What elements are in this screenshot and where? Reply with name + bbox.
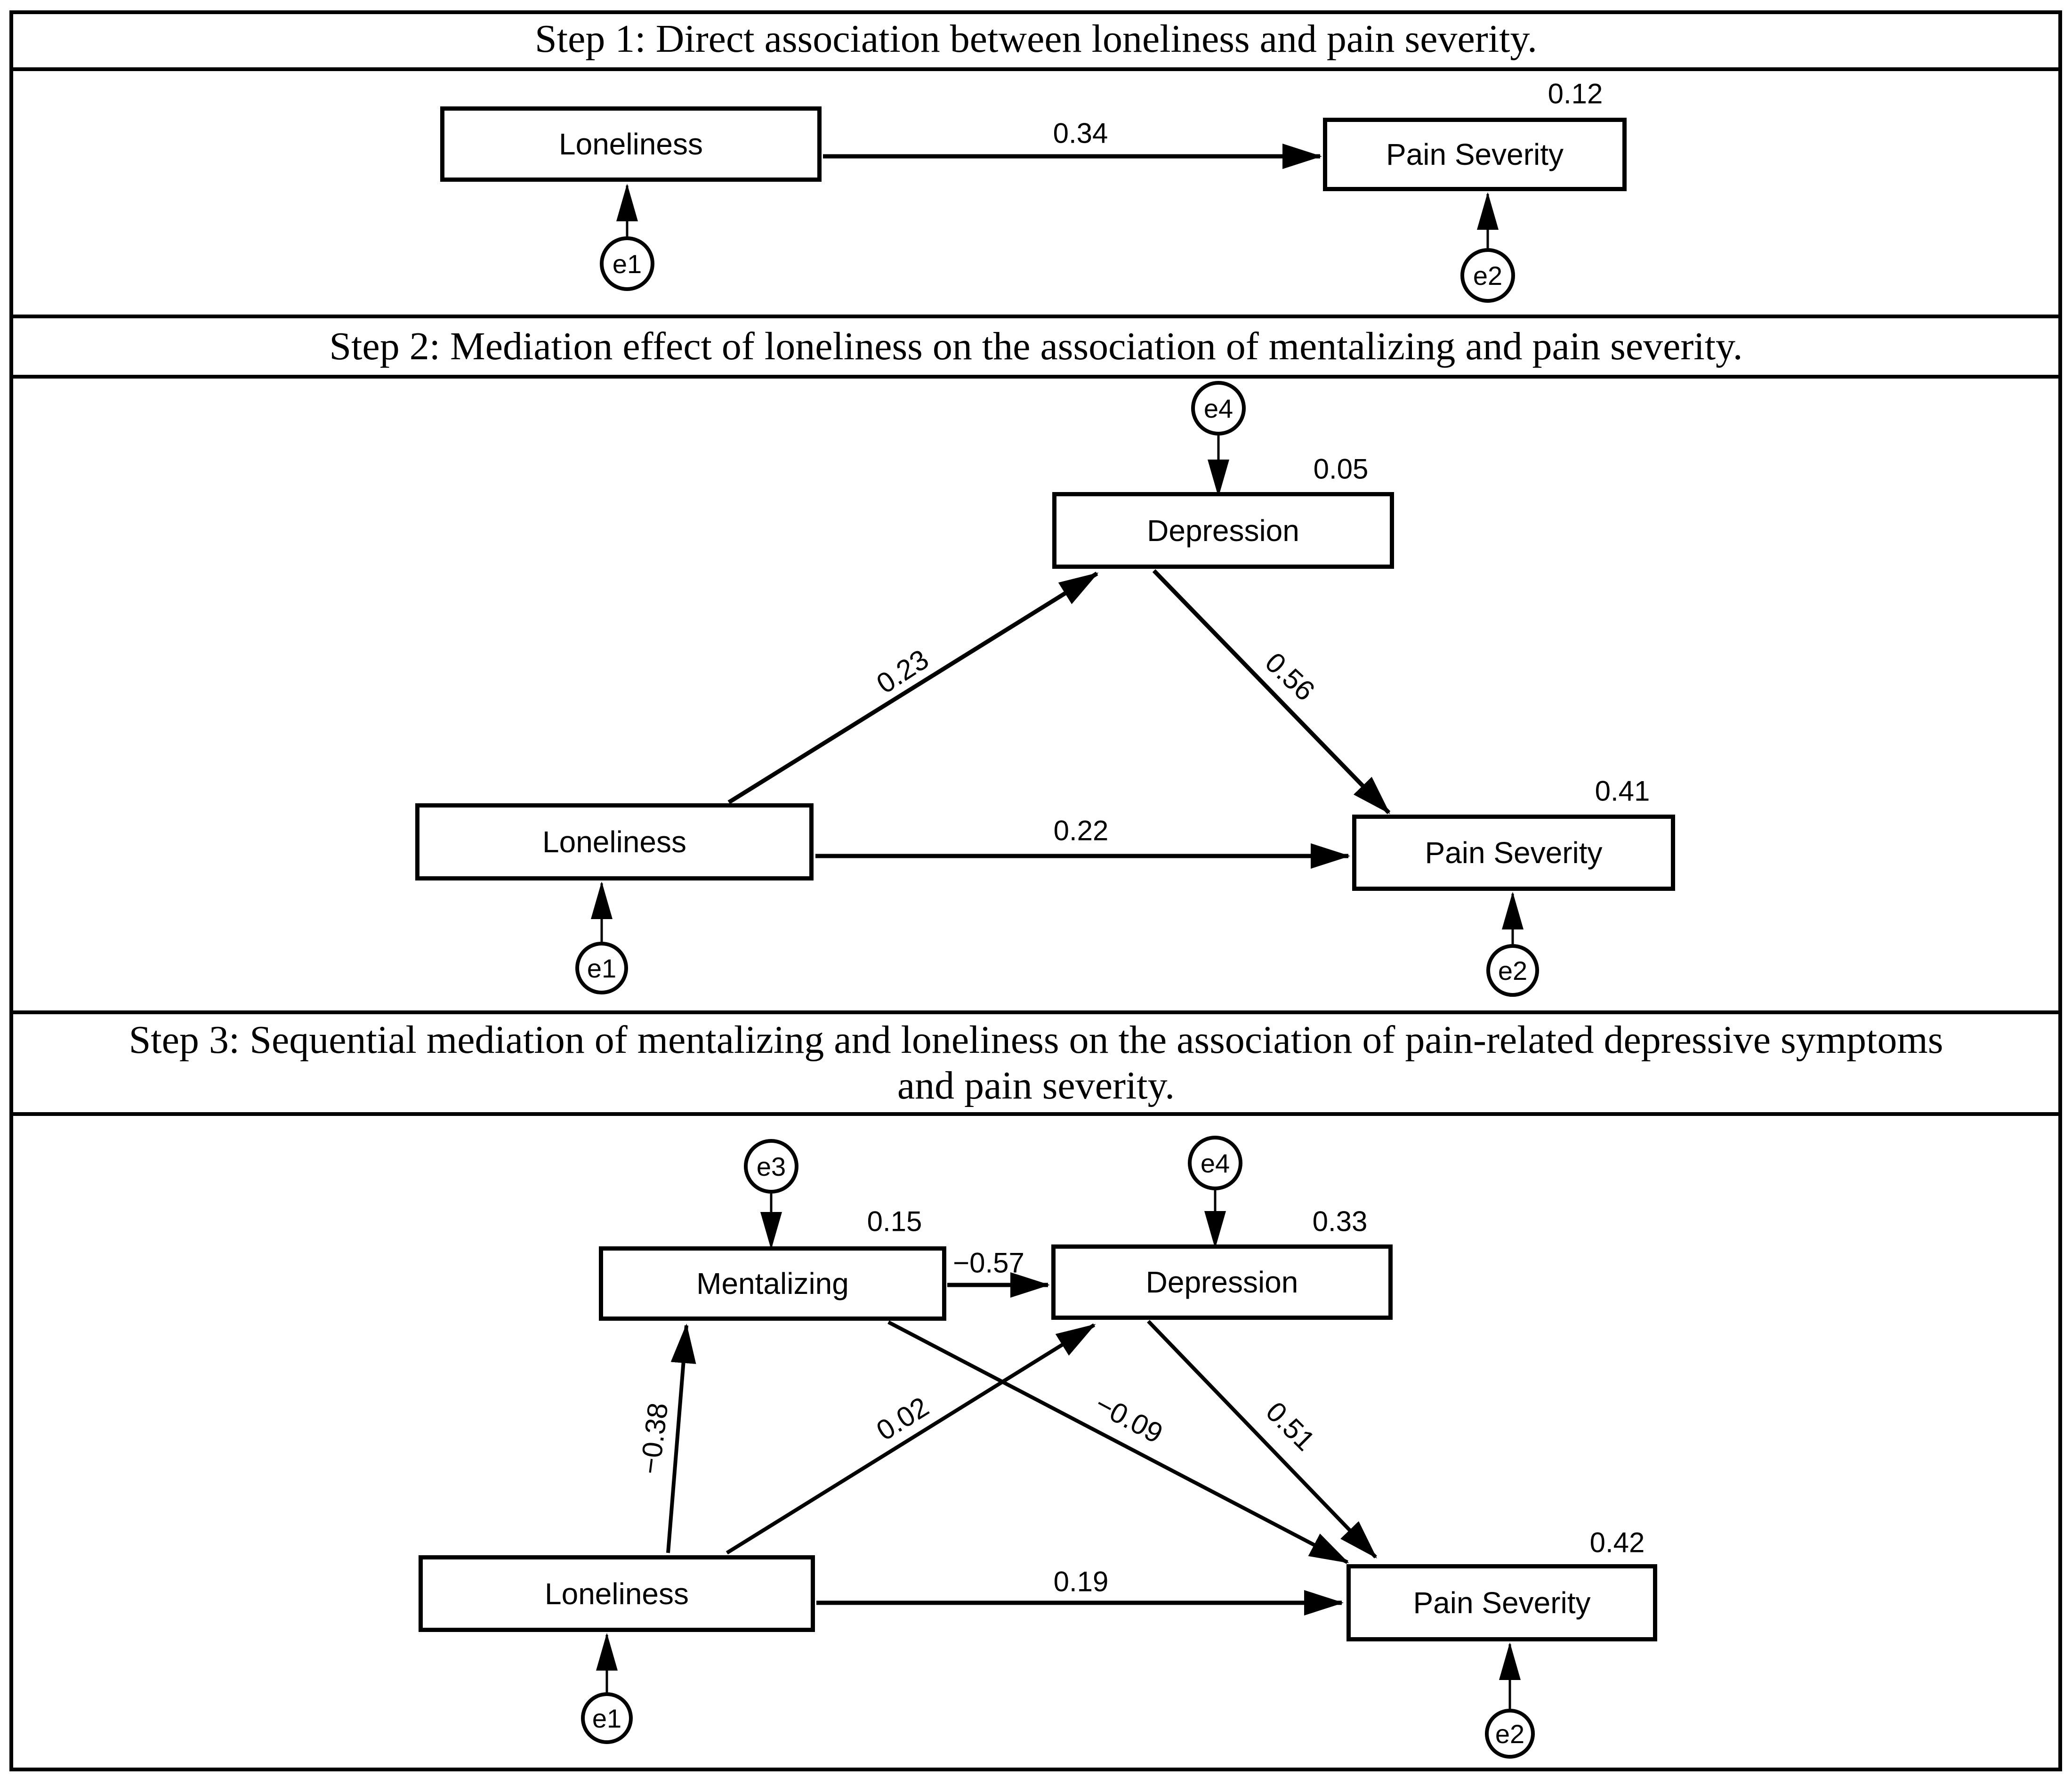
step3-arrow-loneliness-to-depression <box>726 1323 1096 1555</box>
step2-pain-severity-box: Pain Severity <box>1352 815 1675 891</box>
step1-pain-severity-box: Pain Severity <box>1323 118 1627 191</box>
step1-error-e2: e2 <box>1460 248 1515 303</box>
step3-loneliness-box: Loneliness <box>419 1555 815 1632</box>
step2-depression-box: Depression <box>1052 492 1394 569</box>
step3-coef-loneliness-to-pain: 0.19 <box>1053 1566 1109 1598</box>
step1-variance-pain-severity: 0.12 <box>1548 78 1603 110</box>
step2-coef-loneliness-to-pain: 0.22 <box>1053 815 1109 847</box>
figure-outer-border <box>9 10 2062 1771</box>
step2-variance-pain-severity: 0.41 <box>1595 775 1650 807</box>
step2-arrow-loneliness-to-depression <box>727 572 1099 804</box>
step3-error-e4: e4 <box>1188 1136 1242 1190</box>
step2-error-e4: e4 <box>1191 381 1246 436</box>
step1-coef-loneliness-to-pain: 0.34 <box>1053 117 1108 149</box>
step2-variance-depression: 0.05 <box>1313 453 1369 485</box>
step1-error-e1: e1 <box>600 236 654 291</box>
step3-variance-depression: 0.33 <box>1312 1205 1368 1237</box>
step3-title-line1: Step 3: Sequential mediation of mentaliz… <box>129 1018 1943 1062</box>
step3-depression-box: Depression <box>1051 1244 1393 1320</box>
step2-title: Step 2: Mediation effect of loneliness o… <box>329 324 1743 368</box>
separator-below-step2-title <box>9 375 2062 379</box>
step2-error-e2: e2 <box>1486 944 1539 997</box>
step3-arrow-mentalizing-to-pain <box>887 1320 1349 1564</box>
step3-error-e2: e2 <box>1485 1709 1535 1759</box>
step3-arrow-loneliness-to-mentalizing <box>666 1324 696 1553</box>
step1-title: Step 1: Direct association between lonel… <box>535 16 1537 61</box>
step1-loneliness-box: Loneliness <box>440 106 822 182</box>
step3-mentalizing-box: Mentalizing <box>599 1246 946 1321</box>
separator-above-step3-title <box>9 1010 2062 1014</box>
step3-variance-mentalizing: 0.15 <box>867 1205 922 1237</box>
step3-error-e1: e1 <box>581 1692 633 1744</box>
step2-loneliness-box: Loneliness <box>415 803 814 880</box>
step3-title: Step 3: Sequential mediation of mentaliz… <box>19 1015 2053 1111</box>
separator-below-step1-title <box>9 67 2062 71</box>
step3-arrow-depression-to-pain <box>1147 1320 1377 1559</box>
step2-arrow-depression-to-pain <box>1152 569 1391 815</box>
separator-below-step3-title <box>9 1112 2062 1116</box>
step3-error-e3: e3 <box>744 1139 798 1194</box>
step3-title-line2: and pain severity. <box>897 1064 1175 1107</box>
step3-coef-mentalizing-to-depression: −0.57 <box>953 1247 1024 1279</box>
step3-pain-severity-box: Pain Severity <box>1346 1564 1657 1641</box>
step2-error-e1: e1 <box>575 942 628 994</box>
step3-variance-pain-severity: 0.42 <box>1589 1527 1645 1559</box>
separator-above-step2-title <box>9 315 2062 318</box>
